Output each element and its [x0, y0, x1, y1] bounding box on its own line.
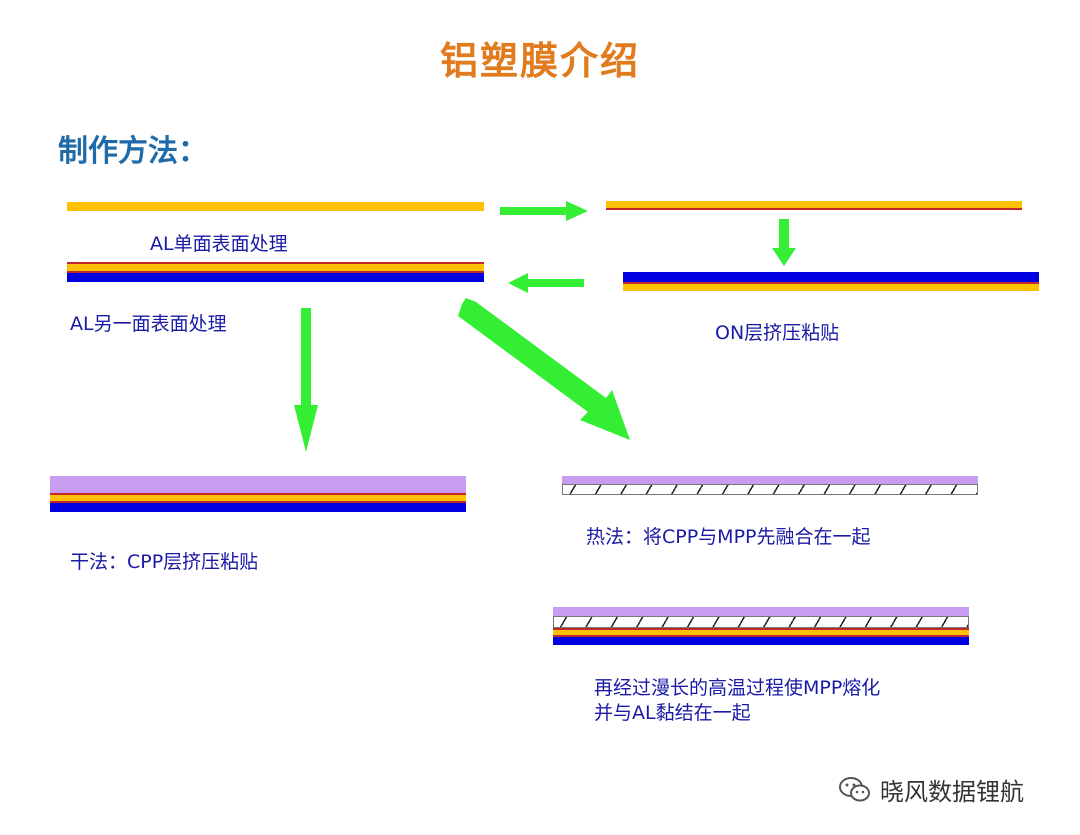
- on-layer: [50, 503, 466, 512]
- watermark-text: 晓风数据锂航: [880, 778, 1024, 806]
- label-on-lamination: ON层挤压粘贴: [715, 322, 840, 344]
- mpp-layer: [562, 484, 978, 495]
- cpp-layer: [562, 476, 978, 484]
- watermark: 晓风数据锂航: [838, 772, 1024, 807]
- treatment-layer-bottom: [553, 635, 969, 637]
- al-foil-layer: [67, 264, 484, 271]
- al-foil-layer: [623, 284, 1039, 291]
- section-subtitle: 制作方法：: [58, 134, 208, 169]
- arrow-left: [508, 273, 584, 293]
- arrow-diagonal: [458, 298, 630, 440]
- label-heat-method: 热法：将CPP与MPP先融合在一起: [586, 526, 871, 548]
- al-foil-layer: [50, 495, 466, 501]
- wechat-icon: [839, 776, 870, 801]
- treatment-layer-top: [50, 493, 466, 495]
- cpp-layer: [553, 607, 969, 616]
- treatment-layer: [623, 282, 1039, 284]
- treatment-layer-top: [553, 628, 969, 630]
- on-layer: [623, 272, 1039, 282]
- treatment-layer: [606, 208, 1022, 210]
- al-foil-layer: [553, 630, 969, 635]
- label-long-heat-line2: 并与AL黏结在一起: [594, 702, 751, 724]
- arrow-down-right-column: [772, 219, 796, 266]
- al-foil-layer: [606, 201, 1022, 208]
- treatment-layer-bottom: [50, 501, 466, 503]
- mpp-layer: [553, 616, 969, 628]
- label-al-single-side: AL单面表面处理: [150, 233, 288, 255]
- label-dry-method: 干法：CPP层挤压粘贴: [70, 551, 259, 573]
- cpp-layer: [50, 476, 466, 493]
- label-al-other-side: AL另一面表面处理: [70, 313, 227, 335]
- al-foil-layer: [67, 202, 484, 211]
- on-layer: [553, 637, 969, 645]
- arrow-right: [500, 201, 588, 221]
- page-title: 铝塑膜介绍: [439, 39, 640, 83]
- arrow-down-left-column: [294, 308, 318, 452]
- treatment-layer-bottom: [67, 271, 484, 273]
- label-long-heat-line1: 再经过漫长的高温过程使MPP熔化: [594, 677, 881, 699]
- treatment-layer-top: [67, 262, 484, 264]
- on-layer: [67, 273, 484, 282]
